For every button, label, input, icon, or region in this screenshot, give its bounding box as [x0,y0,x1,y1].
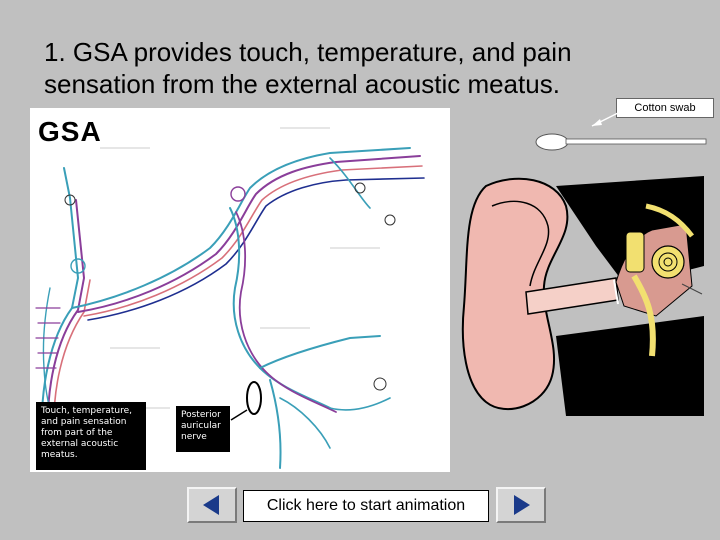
cotton-swab-icon [535,133,707,151]
callout-pointer [591,109,625,127]
next-button[interactable] [496,487,546,523]
cotton-swab-callout: Cotton swab [616,98,714,118]
gsa-heading: GSA [38,116,102,147]
start-animation-button[interactable]: Click here to start animation [243,490,489,522]
gsa-caption: Touch, temperature, and pain sensation f… [36,402,146,470]
ear-anatomy-illustration [461,176,704,416]
back-arrow-icon [203,495,219,515]
next-arrow-icon [514,495,530,515]
slide-title: 1. GSA provides touch, temperature, and … [44,37,572,99]
posterior-auricular-highlight [230,381,262,421]
posterior-auricular-caption: Posterior auricular nerve [176,406,230,452]
back-button[interactable] [187,487,237,523]
nerve-pathway-drawing [35,127,425,469]
